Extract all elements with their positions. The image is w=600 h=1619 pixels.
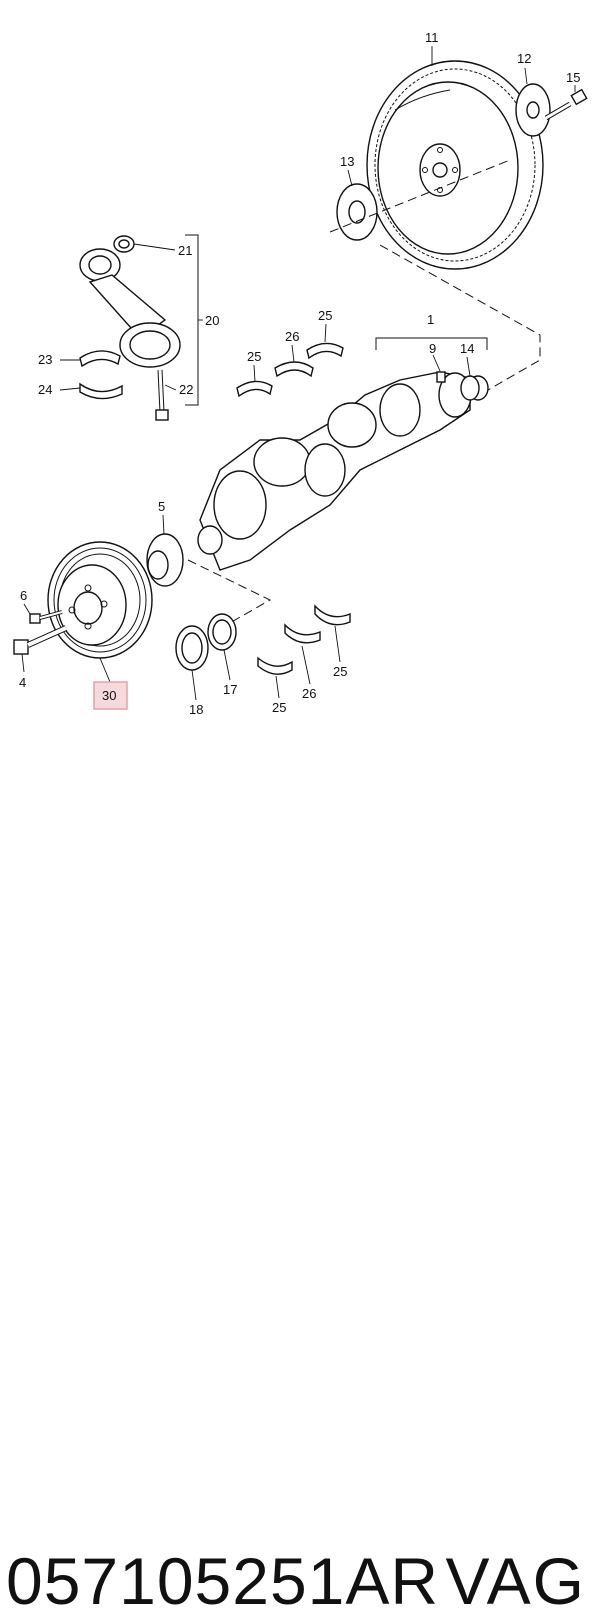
bearing-shell-24[interactable] [79, 382, 123, 400]
sprocket-5[interactable] [146, 533, 184, 587]
callout-25-lower-right: 25 [333, 664, 347, 679]
bearing-shell-26b[interactable] [284, 623, 321, 644]
callout-30[interactable]: 30 [102, 688, 116, 703]
gear-18[interactable] [175, 625, 209, 671]
exploded-parts-diagram: 11 12 15 13 21 20 23 24 22 1 9 14 25 26 … [13, 30, 588, 717]
callout-1: 1 [427, 312, 434, 327]
callout-25-upper-left: 25 [247, 349, 261, 364]
callout-26-lower: 26 [302, 686, 316, 701]
thrust-washer-25a[interactable] [236, 380, 273, 398]
flywheel-bolt-15[interactable] [544, 88, 588, 121]
bearing-shell-23[interactable] [79, 350, 121, 368]
thrust-washer-25d[interactable] [314, 604, 351, 626]
callout-24: 24 [38, 382, 52, 397]
callout-22: 22 [179, 382, 193, 397]
callout-17: 17 [223, 682, 237, 697]
callout-12: 12 [517, 51, 531, 66]
caption-bar: 057105251AR VAG [0, 770, 600, 1618]
callout-21: 21 [178, 243, 192, 258]
part-number: 057105251AR [6, 1544, 440, 1618]
callout-26-upper: 26 [285, 329, 299, 344]
flywheel-ring-gear[interactable] [366, 60, 544, 270]
callout-25-upper-right: 25 [318, 308, 332, 323]
thrust-washer-25b[interactable] [306, 342, 344, 360]
crankshaft-1[interactable] [197, 371, 489, 571]
vibration-damper-pulley-30[interactable] [47, 541, 153, 659]
callout-11: 11 [425, 30, 439, 45]
callout-14: 14 [460, 341, 474, 356]
callout-5: 5 [158, 499, 165, 514]
callout-15: 15 [566, 70, 580, 85]
callout-6: 6 [20, 588, 27, 603]
thrust-washer-25c[interactable] [257, 656, 293, 675]
bolt-6[interactable] [29, 610, 63, 624]
callout-4: 4 [19, 675, 26, 690]
dowel-pin-9[interactable] [436, 371, 446, 383]
oil-seal-17[interactable] [207, 613, 237, 651]
bearing-shell-26a[interactable] [274, 361, 314, 378]
bolt-4[interactable] [13, 625, 68, 655]
callout-25-lower-left: 25 [272, 700, 286, 715]
connecting-rod-20[interactable] [79, 248, 181, 421]
callout-18: 18 [189, 702, 203, 717]
drive-plate-12[interactable] [515, 83, 551, 137]
small-end-bush-21[interactable] [113, 235, 135, 253]
callout-23: 23 [38, 352, 52, 367]
brand-name: VAG [445, 1544, 586, 1618]
spacer-plate-13[interactable] [336, 183, 378, 241]
highlight-box-30 [93, 681, 128, 710]
callout-9: 9 [429, 341, 436, 356]
callout-20: 20 [205, 313, 219, 328]
seal-14[interactable] [460, 375, 480, 401]
callout-13: 13 [340, 154, 354, 169]
